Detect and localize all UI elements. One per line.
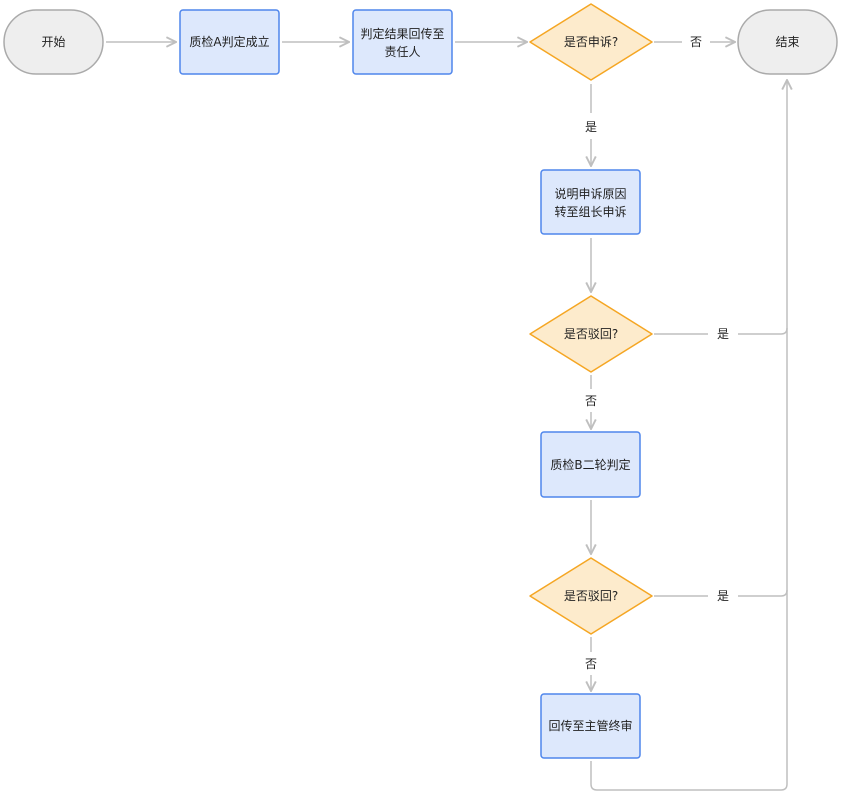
qc-b-process-shape	[540, 431, 641, 498]
node-appeal-decision: 是否申诉?	[529, 3, 653, 81]
return-result-process-shape	[352, 9, 453, 75]
edge-reject1-yes-b	[738, 327, 788, 335]
node-manager-review: 回传至主管终审	[540, 693, 641, 759]
edge-label-appeal-yes: 是	[585, 120, 597, 134]
explain-appeal-process-shape	[540, 169, 641, 235]
end-terminal-shape	[737, 9, 838, 75]
node-qc-b: 质检B二轮判定	[540, 431, 641, 498]
reject-decision-1-shape	[529, 295, 653, 373]
qc-b-label: 质检B二轮判定	[550, 457, 630, 472]
reject-decision-2-shape	[529, 557, 653, 635]
reject-decision-1-label: 是否驳回?	[564, 327, 618, 341]
edge-label-reject2-no: 否	[585, 657, 597, 671]
qc-a-label: 质检A判定成立	[189, 34, 269, 49]
return-result-label-line2: 责任人	[384, 45, 420, 59]
node-explain-appeal: 说明申诉原因 转至组长申诉	[540, 169, 641, 235]
qc-a-process-shape	[179, 9, 280, 75]
edge-reject2-yes-b	[738, 589, 788, 597]
start-terminal-shape	[3, 9, 104, 75]
edge-label-appeal-no: 否	[690, 35, 702, 49]
node-return-result: 判定结果回传至 责任人	[352, 9, 453, 75]
node-reject-decision-1: 是否驳回?	[529, 295, 653, 373]
manager-review-label: 回传至主管终审	[548, 718, 632, 733]
explain-appeal-label-line2: 转至组长申诉	[554, 204, 626, 219]
node-reject-decision-2: 是否驳回?	[529, 557, 653, 635]
reject-decision-2-label: 是否驳回?	[564, 589, 618, 603]
start-label: 开始	[41, 35, 65, 49]
end-label: 结束	[775, 35, 799, 49]
manager-review-process-shape	[540, 693, 641, 759]
edge-label-reject1-yes: 是	[717, 327, 729, 341]
node-end: 结束	[737, 9, 838, 75]
return-result-label-line1: 判定结果回传至	[360, 26, 444, 41]
node-start: 开始	[3, 9, 104, 75]
edge-label-reject2-yes: 是	[717, 589, 729, 603]
appeal-decision-label: 是否申诉?	[564, 35, 618, 49]
explain-appeal-label-line1: 说明申诉原因	[554, 186, 626, 201]
node-qc-a: 质检A判定成立	[179, 9, 280, 75]
appeal-decision-shape	[529, 3, 653, 81]
edge-label-reject1-no: 否	[585, 394, 597, 408]
edge-manager-to-end	[590, 80, 787, 791]
